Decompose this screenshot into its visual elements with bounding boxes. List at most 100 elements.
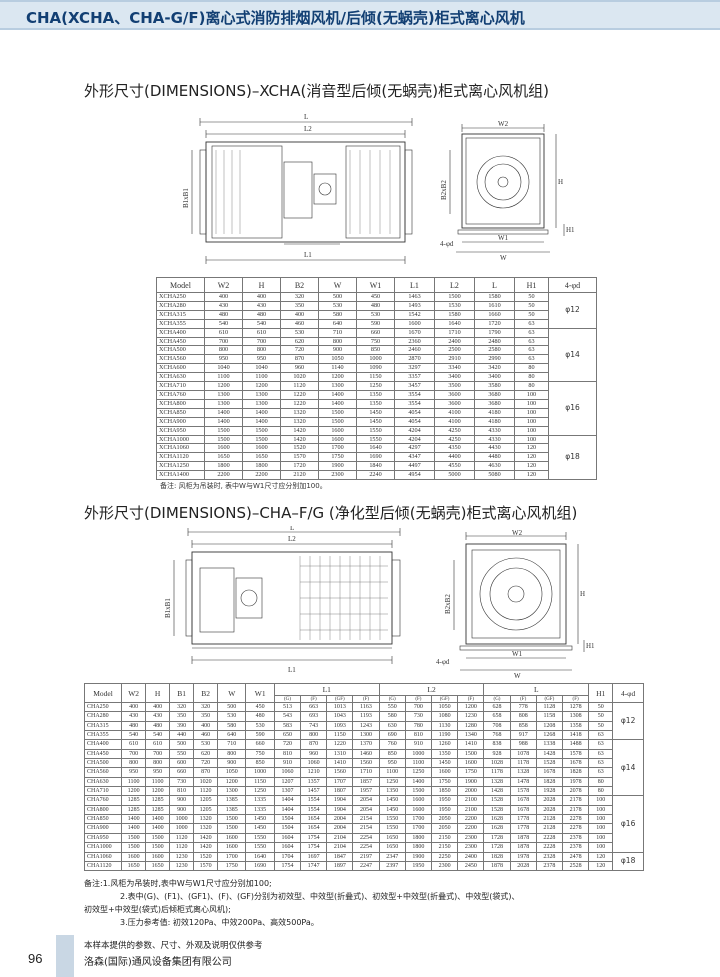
table-cell: CHA280 [83,711,123,722]
table-cell: 100 [588,804,614,816]
table-cell: XCHA800 [156,398,205,409]
table-cell: 1500 [204,434,243,445]
dim-label-w1-2: W1 [512,650,523,658]
table-cell: 1500 [121,842,147,853]
table-cell: 460 [193,730,219,741]
table-cell: 1404 [273,804,302,816]
table-cell: 1850 [431,786,459,797]
table-cell: 1158 [535,711,563,722]
column-header: 4-φd [548,277,597,293]
table-cell: 400 [193,720,219,732]
table-cell: 1604 [273,832,302,844]
table-cell: 3600 [434,398,475,409]
table-cell: 2347 [378,851,406,862]
table-cell: 1550 [245,842,275,853]
table-cell: 720 [280,345,319,356]
table-cell: 1500 [242,434,281,445]
table-cell: 430 [121,711,147,722]
hole-size-cell: φ16 [548,381,597,436]
table-cell: 1610 [474,300,515,311]
table-cell: 1350 [378,786,406,797]
table-cell: 63 [588,767,614,778]
table-cell: 1800 [242,461,281,472]
table-cell: 780 [404,720,433,732]
table-cell: 700 [121,748,147,760]
table-cell: 1243 [352,720,380,732]
table-cell: 1060 [300,758,328,769]
table-cell: 1000 [356,354,395,365]
dim-label-h1-2: H1 [586,642,595,650]
table-cell: CHA1060 [83,851,123,862]
table-cell: 2178 [561,804,590,816]
sub-column-header: (GF) [326,695,354,703]
table-cell: 430 [242,300,281,311]
table-cell: 1178 [483,767,511,778]
table-cell: 1754 [300,842,328,853]
table-cell: 900 [318,345,357,356]
table-cell: 2378 [561,842,590,853]
table-cell: 743 [300,720,328,732]
table-cell: 1580 [474,292,515,302]
table-cell: 1807 [326,786,354,797]
table-cell: 730 [404,711,433,722]
sub-column-header: (F) [300,695,328,703]
table-cell: 1904 [326,795,354,806]
table-cell: 850 [356,345,395,356]
table-cell: 480 [204,309,243,320]
table-cell: 1528 [483,804,511,816]
table-cell: 540 [145,730,171,741]
table-cell: 4550 [434,461,475,472]
table-cell: 1050 [217,767,247,778]
table-cell: XCHA400 [156,327,205,338]
table-cell: 1050 [318,354,357,365]
table-cell: 4100 [434,416,475,427]
table-cell: 1550 [378,823,406,834]
table-cell: 1550 [356,425,395,436]
table-cell: 1385 [217,804,247,816]
table-cell: 640 [217,730,247,741]
table-cell: 1020 [193,776,219,788]
table-cell: 910 [273,758,302,769]
table-cell: CHA760 [83,795,123,806]
dim-label-b1xb1: B1xB1 [182,188,190,208]
table-cell: 2028 [509,860,537,872]
table-cell: XCHA280 [156,300,205,311]
table-cell: 50 [588,711,614,722]
table-cell: 50 [588,701,614,713]
table-cell: 2178 [561,795,590,806]
table-cell: 1400 [204,416,243,427]
table-cell: 658 [483,711,511,722]
table-cell: 2200 [204,470,243,481]
table-cell: 950 [242,354,281,365]
table-cell: 1560 [352,758,380,769]
table-cell: 1200 [457,701,485,713]
column-header: Model [83,683,123,703]
table-cell: 660 [245,739,275,750]
dim-label-b2xb2: B2xB2 [440,180,448,200]
table-cell: 800 [318,336,357,347]
table-cell: 1420 [280,425,319,436]
table-cell: 80 [514,381,549,391]
table-cell: XCHA1060 [156,443,205,454]
table-cell: 1570 [193,860,219,872]
column-header: L2 [434,277,475,293]
table-cell: 1500 [457,748,485,760]
table-cell: 1250 [378,776,406,788]
table-cell: 540 [121,730,147,741]
sub-column-header: (F) [352,695,380,703]
sub-column-header: (F) [404,695,433,703]
table-cell: 810 [169,786,195,797]
column-header: W1 [245,683,275,703]
table-cell: 2254 [352,832,380,844]
table-cell: 768 [483,730,511,741]
table-cell: 530 [245,720,275,732]
table-cell: 1640 [356,443,395,454]
table-cell: XCHA850 [156,407,205,418]
